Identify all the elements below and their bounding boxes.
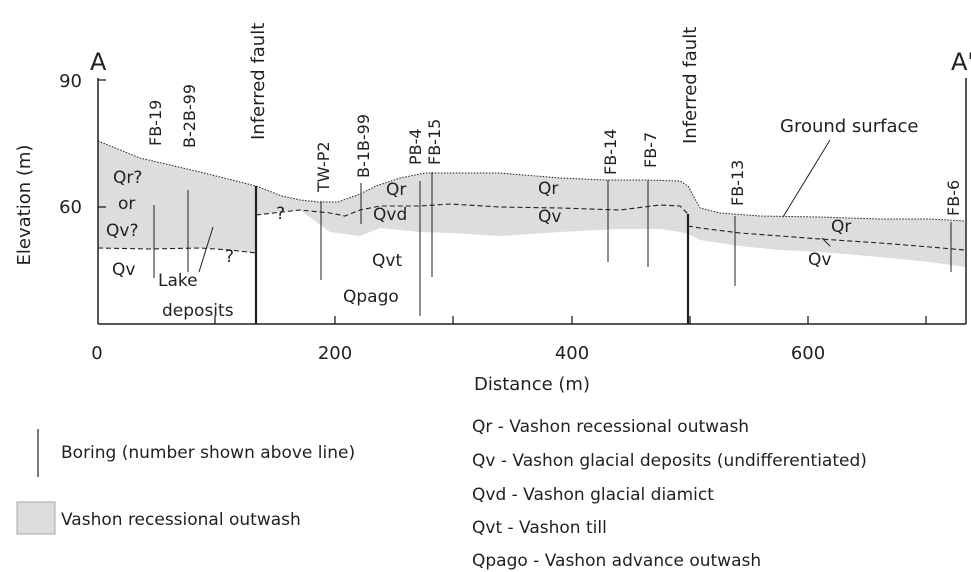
unit-label: Qpago [343,287,399,307]
boring-label: PB-4 [406,128,425,165]
boring-label: FB-14 [601,129,620,175]
boring-label: B-1B-99 [354,114,373,178]
lake-deposit-contact-line [97,247,257,254]
legend-unit-item: Qvd - Vashon glacial diamict [472,485,714,505]
section-end-label: A' [951,48,971,76]
legend-boring-label: Boring (number shown above line) [61,443,355,463]
y-tick-label: 90 [59,71,82,92]
x-tick-label: 400 [555,343,589,364]
legend-unit-item: Qvt - Vashon till [472,518,607,538]
recessional-outwash-area [98,141,965,267]
legend-unit-item: Qpago - Vashon advance outwash [472,551,761,571]
unit-label: deposits [162,301,234,321]
boring-label: FB-13 [728,160,747,206]
unit-label: Qv [538,207,561,227]
qr-leader [821,237,831,247]
unit-label: Qvt [372,251,402,271]
x-tick-label: 0 [91,343,102,364]
unit-label: or [118,194,135,214]
unit-label: Qr? [113,168,142,188]
unit-label: Qr [386,180,406,200]
fault-label-1: Inferred fault [248,23,269,140]
boring-label: FB-6 [944,180,963,216]
boring-label: FB-7 [641,132,660,168]
y-axis-title: Elevation (m) [14,145,35,266]
ground-surface-leader [782,139,831,218]
lake-deposits-leader [198,226,214,273]
boring-label: FB-15 [425,119,444,165]
ground-surface-label: Ground surface [780,116,918,137]
section-start-label: A [90,48,107,76]
unit-label: Qr [831,217,851,237]
fault-label-2: Inferred fault [680,27,701,144]
unit-label: Qv [808,250,831,270]
unit-label: Qv [112,260,135,280]
boring-label: TW-P2 [314,141,333,193]
legend-outwash-label: Vashon recessional outwash [61,510,301,530]
x-tick-label: 200 [318,343,352,364]
qr-qv-contact-line [255,203,689,217]
qr-qv-contact-line-right [687,225,966,251]
y-tick-label: 60 [59,197,82,218]
unit-label: Qv? [106,221,138,241]
unit-label: Lake [158,271,198,291]
legend-unit-item: Qv - Vashon glacial deposits (undifferen… [472,451,867,471]
legend-unit-item: Qr - Vashon recessional outwash [472,417,749,437]
unit-label: Qvd [373,205,407,225]
x-axis-title: Distance (m) [474,374,590,395]
unit-label: ? [276,204,285,224]
boring-label: B-2B-99 [180,84,199,148]
unit-label: ? [225,247,234,267]
unit-label: Qr [538,179,558,199]
ground-surface-line [97,140,966,222]
x-tick-label: 600 [791,343,825,364]
legend-outwash-swatch [16,501,56,535]
boring-label: FB-19 [146,100,165,146]
